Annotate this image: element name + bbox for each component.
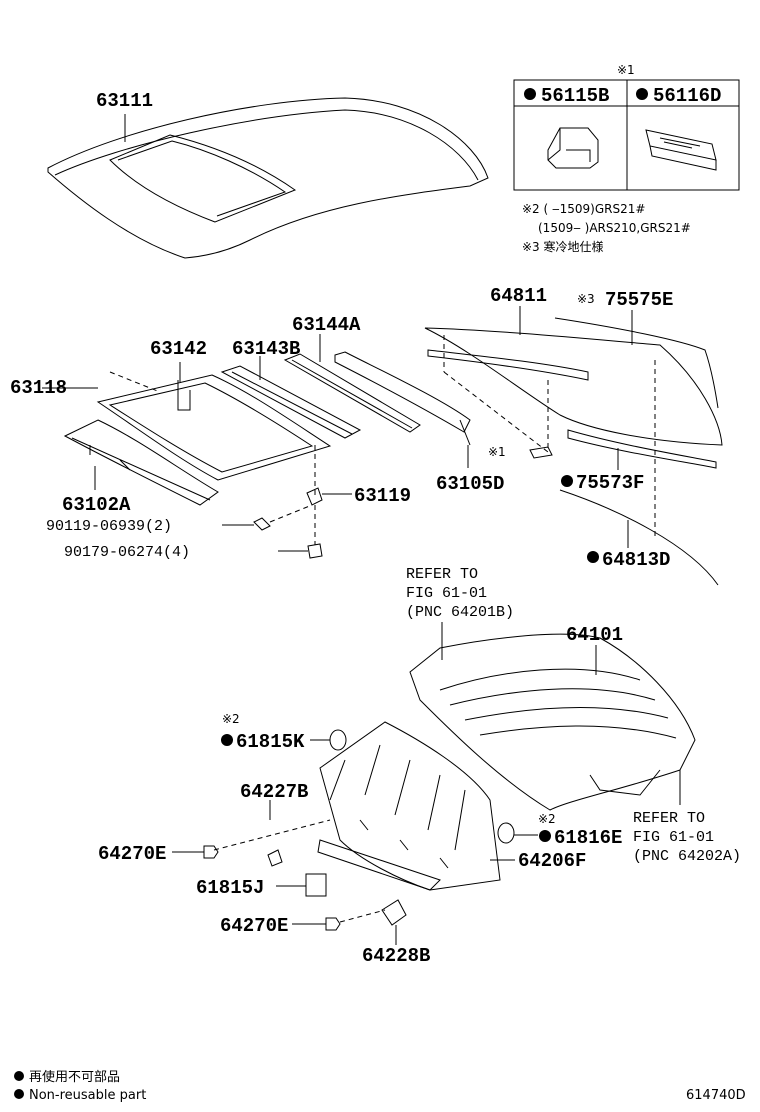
- non-reusable-dot-icon: [539, 830, 551, 842]
- non-reusable-dot-icon: [636, 88, 648, 100]
- label-63118: 63118: [10, 377, 67, 399]
- note-mark-1: ※1: [617, 63, 635, 77]
- label-63119: 63119: [354, 485, 411, 507]
- rear-glass-drawing: [424, 317, 723, 469]
- label-61815j: 61815J: [196, 877, 264, 899]
- label-64270e-1: 64270E: [98, 843, 166, 865]
- label-61816e: 61816E: [554, 827, 622, 849]
- label-64206f: 64206F: [518, 850, 586, 872]
- label-64813d: 64813D: [602, 549, 670, 571]
- package-tray-drawing: [409, 633, 696, 811]
- fastener-63119: [306, 487, 323, 506]
- label-64101: 64101: [566, 624, 623, 646]
- note-mark-1-small: ※1: [488, 445, 506, 459]
- clip-inset-box: [513, 79, 740, 191]
- roof-panel-drawing: [47, 97, 489, 259]
- bolt-90119: [253, 517, 271, 531]
- weatherstrip-64813d-drawing: [559, 489, 719, 586]
- non-reusable-dot-icon: [14, 1071, 24, 1081]
- non-reusable-dot-icon: [587, 551, 599, 563]
- refer-top-line-3: (PNC 64201B): [406, 604, 514, 621]
- label-64811: 64811: [490, 285, 547, 307]
- label-75575e: 75575E: [605, 289, 673, 311]
- note-2-line-1: ※2 ( ‒1509)GRS21#: [522, 202, 645, 216]
- refer-bot-line-3: (PNC 64202A): [633, 848, 741, 865]
- label-64270e-2: 64270E: [220, 915, 288, 937]
- note-mark-2-b: ※2: [538, 812, 556, 826]
- refer-bot-line-1: REFER TO: [633, 810, 705, 827]
- label-63105d: 63105D: [436, 473, 504, 495]
- label-63144a: 63144A: [292, 314, 361, 336]
- label-75573f: 75573F: [576, 472, 644, 494]
- note-2-line-2: (1509‒ )ARS210,GRS21#: [538, 221, 691, 235]
- note-mark-2-a: ※2: [222, 712, 240, 726]
- non-reusable-dot-icon: [524, 88, 536, 100]
- refer-top-line-2: FIG 61-01: [406, 585, 487, 602]
- refer-top-line-1: REFER TO: [406, 566, 478, 583]
- non-reusable-dot-icon: [221, 734, 233, 746]
- note-mark-3: ※3: [577, 292, 595, 306]
- non-reusable-dot-icon: [561, 475, 573, 487]
- sunroof-frame-drawing: [63, 351, 471, 506]
- note-3: ※3 寒冷地仕様: [522, 239, 604, 254]
- legend-english: Non-reusable part: [29, 1088, 146, 1103]
- refer-bot-line-2: FIG 61-01: [633, 829, 714, 846]
- label-63143b: 63143B: [232, 338, 300, 360]
- label-63111: 63111: [96, 90, 153, 112]
- label-61815k: 61815K: [236, 731, 305, 753]
- label-64227b: 64227B: [240, 781, 308, 803]
- label-64228b: 64228B: [362, 945, 430, 967]
- figure-id: 614740D: [686, 1088, 746, 1103]
- label-63142: 63142: [150, 338, 207, 360]
- label-63102a: 63102A: [62, 494, 131, 516]
- nut-90179: [307, 543, 323, 559]
- label-90119: 90119-06939(2): [46, 518, 172, 535]
- legend-japanese: 再使用不可部品: [29, 1069, 120, 1085]
- non-reusable-dot-icon: [14, 1089, 24, 1099]
- rear-panel-drawing: [267, 721, 515, 926]
- label-56116d: 56116D: [653, 85, 721, 107]
- label-56115b: 56115B: [541, 85, 609, 107]
- screw-64270e-lower: [325, 917, 341, 931]
- screw-64270e-upper: [203, 845, 219, 859]
- label-90179: 90179-06274(4): [64, 544, 190, 561]
